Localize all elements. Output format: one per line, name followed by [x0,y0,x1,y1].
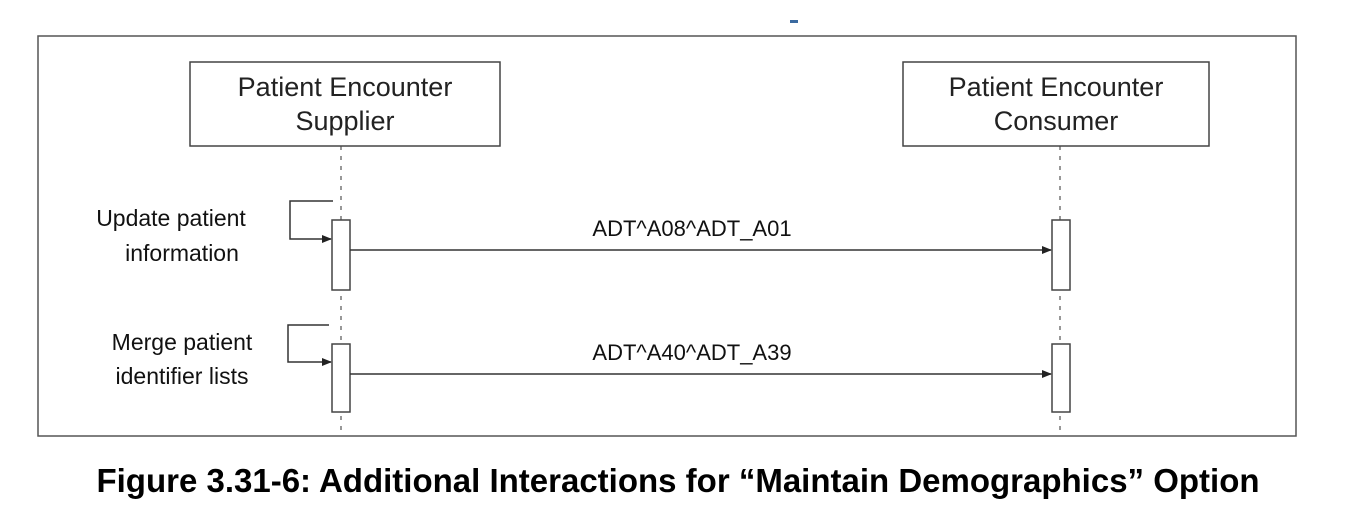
actor-supplier-label-line1: Patient Encounter [238,72,453,102]
actor-supplier-box [189,61,501,147]
trigger-label-line2: information [125,240,239,266]
actor-consumer-label-line1: Patient Encounter [949,72,1164,102]
consumer-activation-bar [1051,219,1071,291]
actor-supplier-label-line2: Supplier [295,106,394,136]
diagram-frame [37,35,1297,437]
consumer-activation-bar [1051,343,1071,413]
interaction-update-patient: Update patient information ADT^A08^ADT_A… [96,200,1071,291]
actor-consumer: Patient Encounter Consumer [902,61,1210,147]
message-label: ADT^A40^ADT_A39 [592,340,791,365]
supplier-activation-bar [331,219,351,291]
self-call-arrow [287,324,332,366]
trigger-label-line1: Merge patient [112,329,253,355]
actor-consumer-box [902,61,1210,147]
supplier-activation-bar [331,343,351,413]
trigger-label-line2: identifier lists [116,363,249,389]
interaction-merge-patient: Merge patient identifier lists ADT^A40^A… [112,324,1071,413]
top-mark [790,20,798,23]
sequence-diagram: Patient Encounter Supplier Patient Encou… [37,20,1297,437]
trigger-label-line1: Update patient [96,205,246,231]
message-label: ADT^A08^ADT_A01 [592,216,791,241]
self-call-arrow [289,200,333,243]
actor-supplier: Patient Encounter Supplier [189,61,501,147]
figure-caption: Figure 3.31-6: Additional Interactions f… [96,462,1260,499]
actor-consumer-label-line2: Consumer [994,106,1119,136]
